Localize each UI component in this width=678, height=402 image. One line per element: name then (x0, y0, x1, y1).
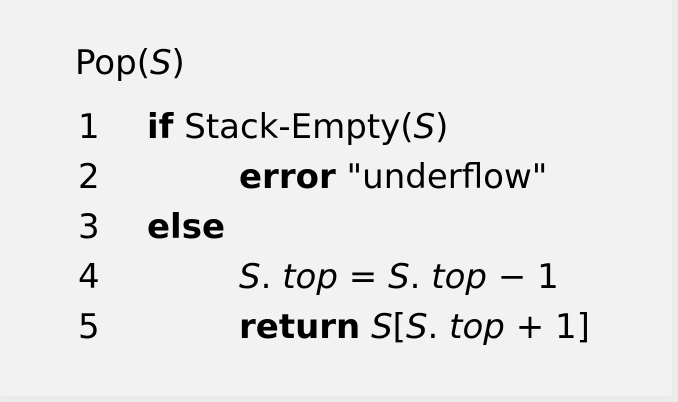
code-line-2: 2 error "underflow" (0, 152, 678, 202)
assignment-operator: = (348, 257, 378, 297)
algorithm-panel: Pop(S) 1 if Stack-Empty(S) 2 error "unde… (75, 38, 590, 347)
line-code: if Stack-Empty(S) (147, 102, 448, 152)
line-code: return S[S. top + 1] (239, 302, 590, 352)
line-number: 1 (78, 107, 100, 147)
stack-variable: S (405, 307, 428, 347)
error-keyword: error (239, 157, 336, 197)
field-dot: . (260, 257, 272, 297)
line-number: 4 (78, 257, 100, 297)
field-dot: . (427, 307, 439, 347)
close-bracket: ] (576, 307, 590, 347)
index-offset-value: 1 (555, 307, 577, 347)
top-field: top (449, 307, 505, 347)
procedure-open-paren: ( (136, 43, 150, 83)
plus-operator: + (515, 307, 545, 347)
code-line-4: 4 S. top = S. top − 1 (0, 252, 678, 302)
procedure-header: Pop(S) (75, 38, 185, 88)
line-number: 2 (78, 157, 100, 197)
stack-variable: S (413, 107, 436, 147)
code-line-1: 1 if Stack-Empty(S) (0, 102, 678, 152)
procedure-close-paren: ) (171, 43, 185, 83)
else-keyword: else (147, 207, 226, 247)
code-line-3: 3 else (0, 202, 678, 252)
line-number: 3 (78, 207, 100, 247)
decrement-value: 1 (537, 257, 559, 297)
return-keyword: return (239, 307, 361, 347)
if-keyword: if (147, 107, 174, 147)
procedure-name: Pop (75, 43, 137, 83)
field-dot: . (409, 257, 421, 297)
procedure-parameter: S (149, 43, 172, 83)
line-code: else (147, 202, 225, 252)
minus-operator: − (497, 257, 527, 297)
top-field: top (282, 257, 338, 297)
error-message: "underflow" (346, 157, 548, 197)
line-code: error "underflow" (239, 152, 547, 202)
code-line-5: 5 return S[S. top + 1] (0, 302, 678, 352)
line-number: 5 (78, 307, 100, 347)
top-field: top (431, 257, 487, 297)
open-bracket: [ (392, 307, 406, 347)
stack-variable: S (388, 257, 410, 297)
stack-empty-call: Stack-Empty( (184, 107, 414, 147)
stack-variable: S (371, 307, 393, 347)
call-close-paren: ) (435, 107, 449, 147)
stack-variable: S (239, 257, 261, 297)
line-code: S. top = S. top − 1 (239, 252, 559, 302)
